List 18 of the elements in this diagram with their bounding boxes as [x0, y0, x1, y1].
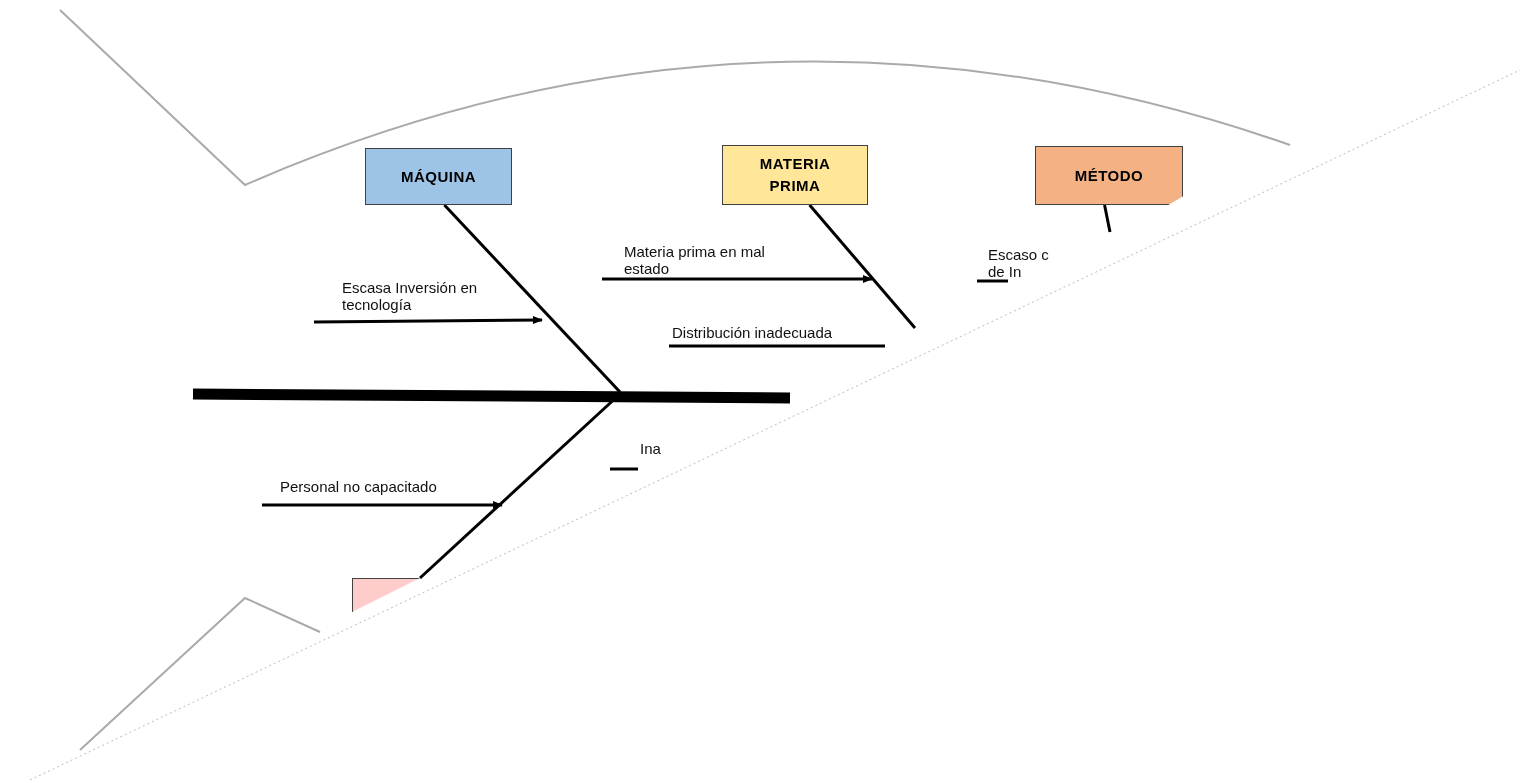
category-box: MÉTODO	[1035, 146, 1183, 205]
arrow	[314, 316, 543, 325]
cause-label: Escasa Inversión en tecnología	[314, 279, 502, 322]
cause-label: Distribución inadecuada	[669, 324, 840, 346]
bone-line	[1103, 204, 1112, 233]
cause-label: Materia prima en mal estado	[602, 243, 814, 279]
arrow	[602, 275, 873, 283]
cause-label: Personal no capacitado	[262, 478, 510, 505]
bone-line	[977, 279, 1008, 283]
category-box: MÁQUINA	[365, 148, 512, 205]
arrow	[262, 501, 503, 509]
category-box: MATERIA PRIMA	[722, 145, 868, 205]
bone-line	[808, 204, 917, 329]
cause-label: Ina	[610, 440, 680, 469]
bone-line	[669, 344, 885, 348]
bone-line	[610, 467, 638, 471]
bone-line	[443, 203, 622, 394]
cause-label: Escaso c de In	[977, 246, 1063, 281]
